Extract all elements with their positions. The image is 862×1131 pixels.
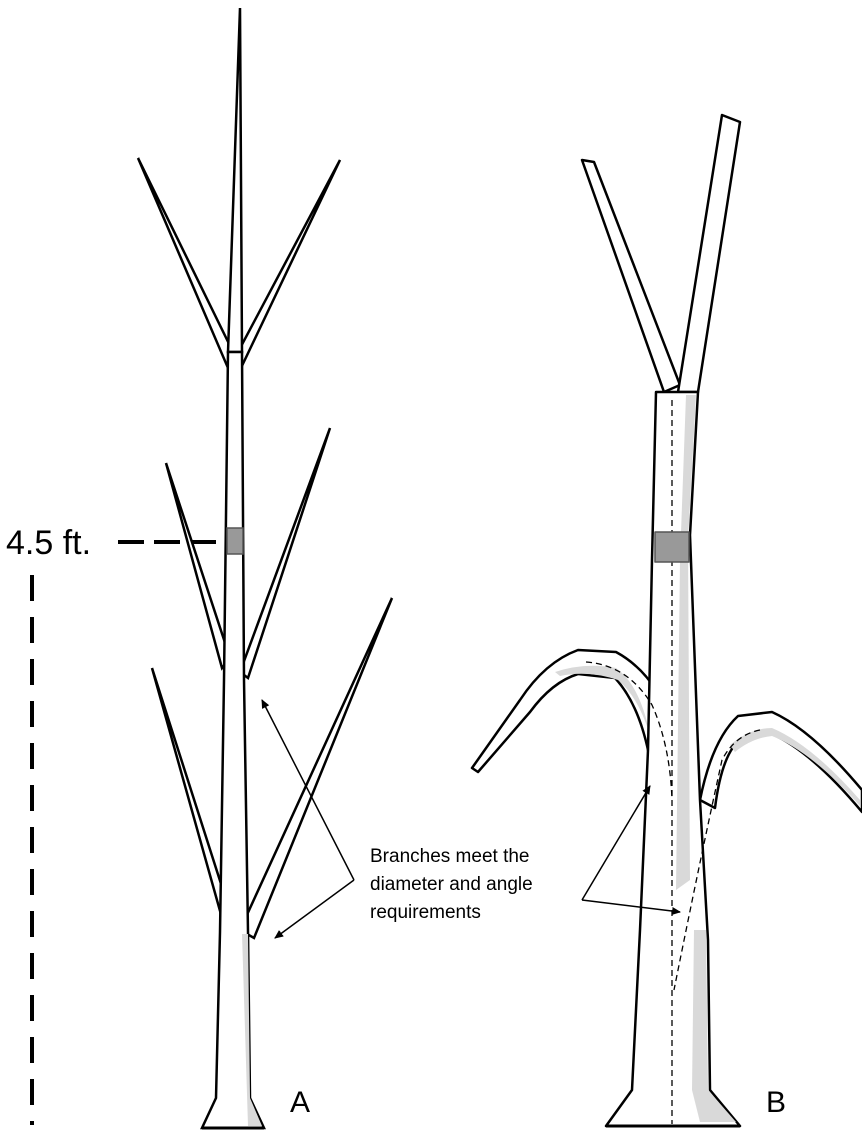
tree-b-branch-right: [700, 712, 862, 812]
arrow-b-upper: [582, 786, 650, 900]
tree-b-crown-left: [582, 160, 680, 392]
tree-a-crown-left: [138, 158, 234, 368]
annotation-line-1: Branches meet the: [370, 846, 529, 867]
tree-a-label: A: [290, 1086, 310, 1119]
tree-a-branch-left-mid: [166, 463, 230, 668]
tree-a-branch-right-mid: [240, 428, 330, 678]
height-label: 4.5 ft.: [6, 524, 91, 562]
tree-b-dbh-band: [655, 532, 689, 562]
tree-a-crown-right: [238, 160, 340, 370]
annotation-line-2: diameter and angle: [370, 874, 533, 895]
arrow-a-lower: [275, 880, 354, 938]
tree-b-crown-right: [678, 115, 740, 392]
tree-a-dbh-band: [227, 528, 243, 554]
tree-a: [138, 8, 392, 1128]
tree-a-leader: [228, 8, 242, 352]
tree-b-label: B: [766, 1086, 786, 1119]
tree-b: [472, 115, 862, 1126]
annotation-line-3: requirements: [370, 902, 481, 923]
tree-a-trunk: [202, 352, 264, 1128]
tree-a-branch-left-low: [152, 668, 230, 918]
tree-b-branch-left: [472, 650, 660, 772]
